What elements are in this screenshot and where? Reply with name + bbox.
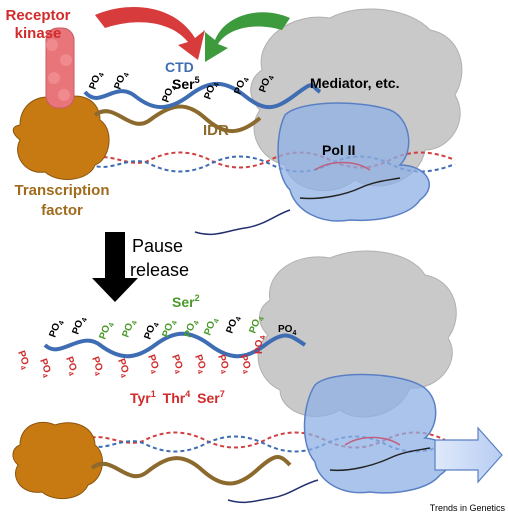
po4-label: PO4 <box>254 336 267 354</box>
po4-label: PO4 <box>97 320 116 342</box>
kinase-arrow-green <box>205 12 290 63</box>
po4-label: PO4 <box>235 353 254 375</box>
receptor-kinase-shape <box>45 27 75 109</box>
rna-exit-bottom <box>329 447 431 472</box>
kinase-arrow-red <box>95 6 205 61</box>
po4-label: PO4 <box>70 315 89 337</box>
idr-label: IDR <box>203 122 229 139</box>
rna-tail-top <box>194 209 291 236</box>
po4-label: PO4 <box>35 357 54 379</box>
pol-ii-label-top: Pol II <box>322 142 355 158</box>
po4-label: PO4 <box>278 324 296 337</box>
po4-label: PO4 <box>142 320 161 342</box>
kinase-label: kinase <box>15 25 62 42</box>
idr-bottom <box>90 455 292 486</box>
ser2-label: Ser2 <box>172 293 200 310</box>
rna-exit-top <box>299 177 401 200</box>
mediator-label: Mediator, etc. <box>310 75 399 91</box>
po4-label: PO4 <box>232 75 251 97</box>
journal-credit: Trends in Genetics <box>430 503 506 513</box>
release-label: release <box>130 260 189 280</box>
po4-label: PO4 <box>47 318 66 340</box>
transcription-label: Transcription <box>14 182 109 199</box>
factor-label: factor <box>41 202 83 219</box>
idr-top <box>93 104 262 134</box>
po4-label: PO4 <box>120 318 139 340</box>
pause-label: Pause <box>132 236 183 256</box>
ctd-label: CTD <box>165 59 194 75</box>
tyr-thr-ser-label: Tyr1 Thr4 Ser7 <box>130 384 225 406</box>
ctd-bottom <box>43 331 307 359</box>
po4-label: PO4 <box>190 353 209 375</box>
po4-label: PO4 <box>113 357 132 379</box>
po4-label: PO4 <box>87 355 106 377</box>
po4-label: PO4 <box>167 353 186 375</box>
po4-bottom-lower: PO4 PO4 PO4 PO4 PO4 PO4 PO4 PO4 PO4 PO4 … <box>13 336 267 380</box>
transcription-factor-bottom <box>12 421 103 500</box>
elongation-arrow <box>434 426 503 484</box>
rna-top <box>314 161 371 171</box>
transcription-factor-top <box>12 95 110 180</box>
ctd-top <box>83 81 322 110</box>
po4-label: PO4 <box>112 70 131 92</box>
rna-bottom <box>344 436 401 446</box>
ser5-label: Ser5 <box>172 75 200 92</box>
po4-label: PO4 <box>143 353 162 375</box>
receptor-label: Receptor <box>5 7 70 24</box>
po4-label: PO4 <box>224 314 243 336</box>
po4-label: PO4 <box>61 355 80 377</box>
rna-tail-bottom <box>227 479 319 504</box>
po4-label: PO4 <box>202 316 221 338</box>
pause-release-arrow <box>92 232 138 302</box>
po4-label: PO4 <box>87 70 106 92</box>
po4-label: PO4 <box>13 349 32 371</box>
pol-ii-bottom <box>303 373 452 494</box>
pol-ii-top <box>277 102 430 222</box>
